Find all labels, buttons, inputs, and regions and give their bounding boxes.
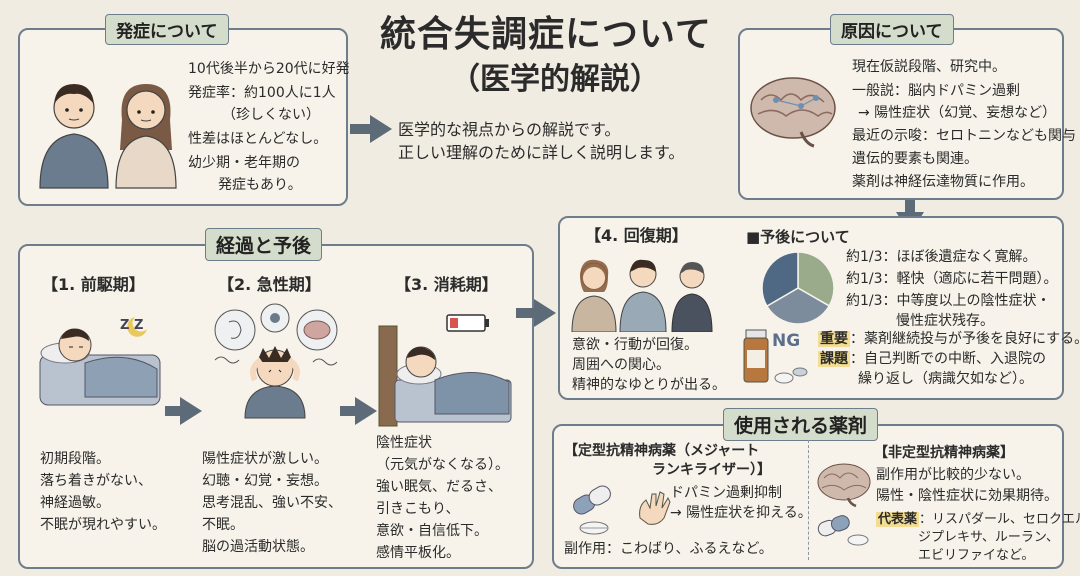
sleep-letters: Z Z <box>120 318 144 333</box>
prognosis-item-4: 慢性症状残存。 <box>896 313 994 329</box>
arrow-cause-shaft <box>905 200 915 214</box>
stage-1-title: 【1. 前駆期】 <box>42 275 145 294</box>
drugs-divider <box>808 440 809 560</box>
atypical-line-1: 副作用が比較的少ない。 <box>876 467 1030 483</box>
battery-low-icon <box>446 314 489 332</box>
rep-line-1: ：リスパダール、セロクエル、 <box>919 512 1080 527</box>
prognosis-item-3: 約1/3：中等度以上の陰性症状・ <box>846 293 1051 309</box>
stage-1-line-4: 不眠が現れやすい。 <box>40 517 166 533</box>
atypical-title: 【非定型抗精神病薬】 <box>874 445 1014 461</box>
stage-2-line-5: 脳の過活動状態。 <box>202 539 314 555</box>
typical-effect-2: → 陽性症状を抑える。 <box>670 505 812 521</box>
stage-1-line-3: 神経過敏。 <box>40 495 110 511</box>
cause-line-2: 一般説：脳内ドパミン過剰 <box>852 83 1020 99</box>
onset-line-6: 発症もあり。 <box>218 177 302 193</box>
issue-text-1: ：自己判断での中断、入退院の <box>850 351 1046 367</box>
brain-small-icon <box>817 463 871 508</box>
onset-line-5: 幼少期・老年期の <box>188 155 300 171</box>
prognosis-item-2: 約1/3：軽快（適応に若干問題）。 <box>846 271 1058 287</box>
stage-2-line-2: 幻聴・幻覚・妄想。 <box>202 473 328 489</box>
rep-label: 代表薬 <box>876 512 920 527</box>
rep-line-3: エビリファイなど。 <box>918 548 1035 563</box>
cause-heading: 原因について <box>830 14 954 45</box>
rep-line-2: ジプレキサ、ルーラン、 <box>918 530 1060 545</box>
important-label: 重要 <box>818 331 850 347</box>
pills-icon <box>817 515 869 546</box>
recovery-line-1: 意欲・行動が回復。 <box>572 337 698 353</box>
atypical-line-2: 陽性・陰性症状に効果期待。 <box>876 488 1058 504</box>
stage-2-title: 【2. 急性期】 <box>218 275 321 294</box>
onset-line-4: 性差はほとんどなし。 <box>188 131 328 147</box>
typical-title-2: ランキライザー）】 <box>652 462 771 478</box>
arrow-stage1-icon <box>180 397 202 425</box>
people-illustration <box>39 84 177 189</box>
cause-line-1: 現在仮説段階、研究中。 <box>852 59 1006 75</box>
arrow-course-icon <box>534 299 556 327</box>
people-talking-illustration <box>571 259 713 332</box>
stage-1-line-1: 初期段階。 <box>40 451 110 467</box>
stage-2-line-4: 不眠。 <box>202 517 244 533</box>
page-title: 統合失調症について <box>380 14 712 55</box>
ng-label: NG <box>772 331 801 351</box>
stage-3-title: 【3. 消耗期】 <box>395 275 498 294</box>
stage-3-line-2: （元気がなくなる）。 <box>376 457 509 473</box>
issue-row: 課題：自己判断での中断、入退院の <box>818 350 1046 368</box>
onset-line-1: 10代後半から20代に好発 <box>188 61 350 77</box>
pie-slice-2 <box>765 287 831 325</box>
hand-icon <box>639 491 671 525</box>
course-heading: 経過と予後 <box>205 228 323 261</box>
important-text: ：薬剤継続投与が予後を良好にする。 <box>850 331 1080 347</box>
sleeping-person-illustration <box>39 317 161 406</box>
cause-line-4: 最近の示唆：セロトニンなども関与 <box>852 128 1076 144</box>
stage-3-line-1: 陰性症状 <box>376 435 432 451</box>
onset-line-2: 発症率：約100人に1人 <box>188 85 336 101</box>
arrow-stage2-icon <box>355 397 377 425</box>
medicine-bottle-icon <box>743 329 808 384</box>
pie-slice-3 <box>761 251 799 308</box>
stage-3-line-5: 意欲・自信低下。 <box>376 523 488 539</box>
stage-3-line-4: 引きこもり、 <box>376 501 460 517</box>
arrow-onset-icon <box>370 115 392 143</box>
arrow-course-shaft <box>516 308 536 318</box>
arrow-stage1-shaft <box>165 406 181 416</box>
stage-1-line-2: 落ち着きがない、 <box>40 473 152 489</box>
typical-effect-1: ドパミン過剰抑制 <box>670 485 782 501</box>
brain-icon <box>750 77 836 148</box>
cause-line-6: 薬剤は神経伝達物質に作用。 <box>852 174 1034 190</box>
intro-line-2: 正しい理解のために詳しく説明します。 <box>398 143 685 162</box>
rep-row: 代表薬：リスパダール、セロクエル、 <box>876 512 1080 529</box>
typical-title-1: 【定型抗精神病薬（メジャート <box>564 443 760 459</box>
stage-2-line-1: 陽性症状が激しい。 <box>202 451 328 467</box>
arrow-stage2-shaft <box>340 406 356 416</box>
bed-person-illustration <box>378 325 512 427</box>
distressed-person-illustration <box>214 303 338 419</box>
stage-3-line-6: 感情平板化。 <box>376 545 460 561</box>
cause-line-5: 遺伝的要素も関連。 <box>852 151 978 167</box>
prognosis-item-1: 約1/3：ほぼ後遺症なく寛解。 <box>846 249 1037 265</box>
important-row: 重要：薬剤継続投与が予後を良好にする。 <box>818 330 1080 348</box>
onset-line-3: （珍しくない） <box>222 107 320 123</box>
stage-2-line-3: 思考混乱、強い不安、 <box>202 495 342 511</box>
recovery-line-3: 精神的なゆとりが出る。 <box>572 377 726 393</box>
recovery-line-2: 周囲への関心。 <box>572 357 670 373</box>
stage-3-line-3: 強い眠気、だるさ、 <box>376 479 502 495</box>
cause-line-3: → 陽性症状（幻覚、妄想など） <box>858 105 1057 121</box>
issue-label: 課題 <box>818 351 850 367</box>
recovery-title: 【4. 回復期】 <box>585 226 688 245</box>
prognosis-pie-chart <box>761 251 835 325</box>
intro-line-1: 医学的な視点からの解説です。 <box>398 120 621 139</box>
typical-side: 副作用：こわばり、ふるえなど。 <box>564 541 773 557</box>
page-subtitle: （医学的解説） <box>450 62 660 97</box>
capsule-pills-icon <box>573 485 611 535</box>
prognosis-heading: ■予後について <box>746 228 850 246</box>
onset-heading: 発症について <box>105 14 229 45</box>
drugs-heading: 使用される薬剤 <box>723 408 879 441</box>
issue-text-2: 繰り返し（病識欠如など）。 <box>858 371 1033 387</box>
arrow-onset-shaft <box>350 124 372 134</box>
